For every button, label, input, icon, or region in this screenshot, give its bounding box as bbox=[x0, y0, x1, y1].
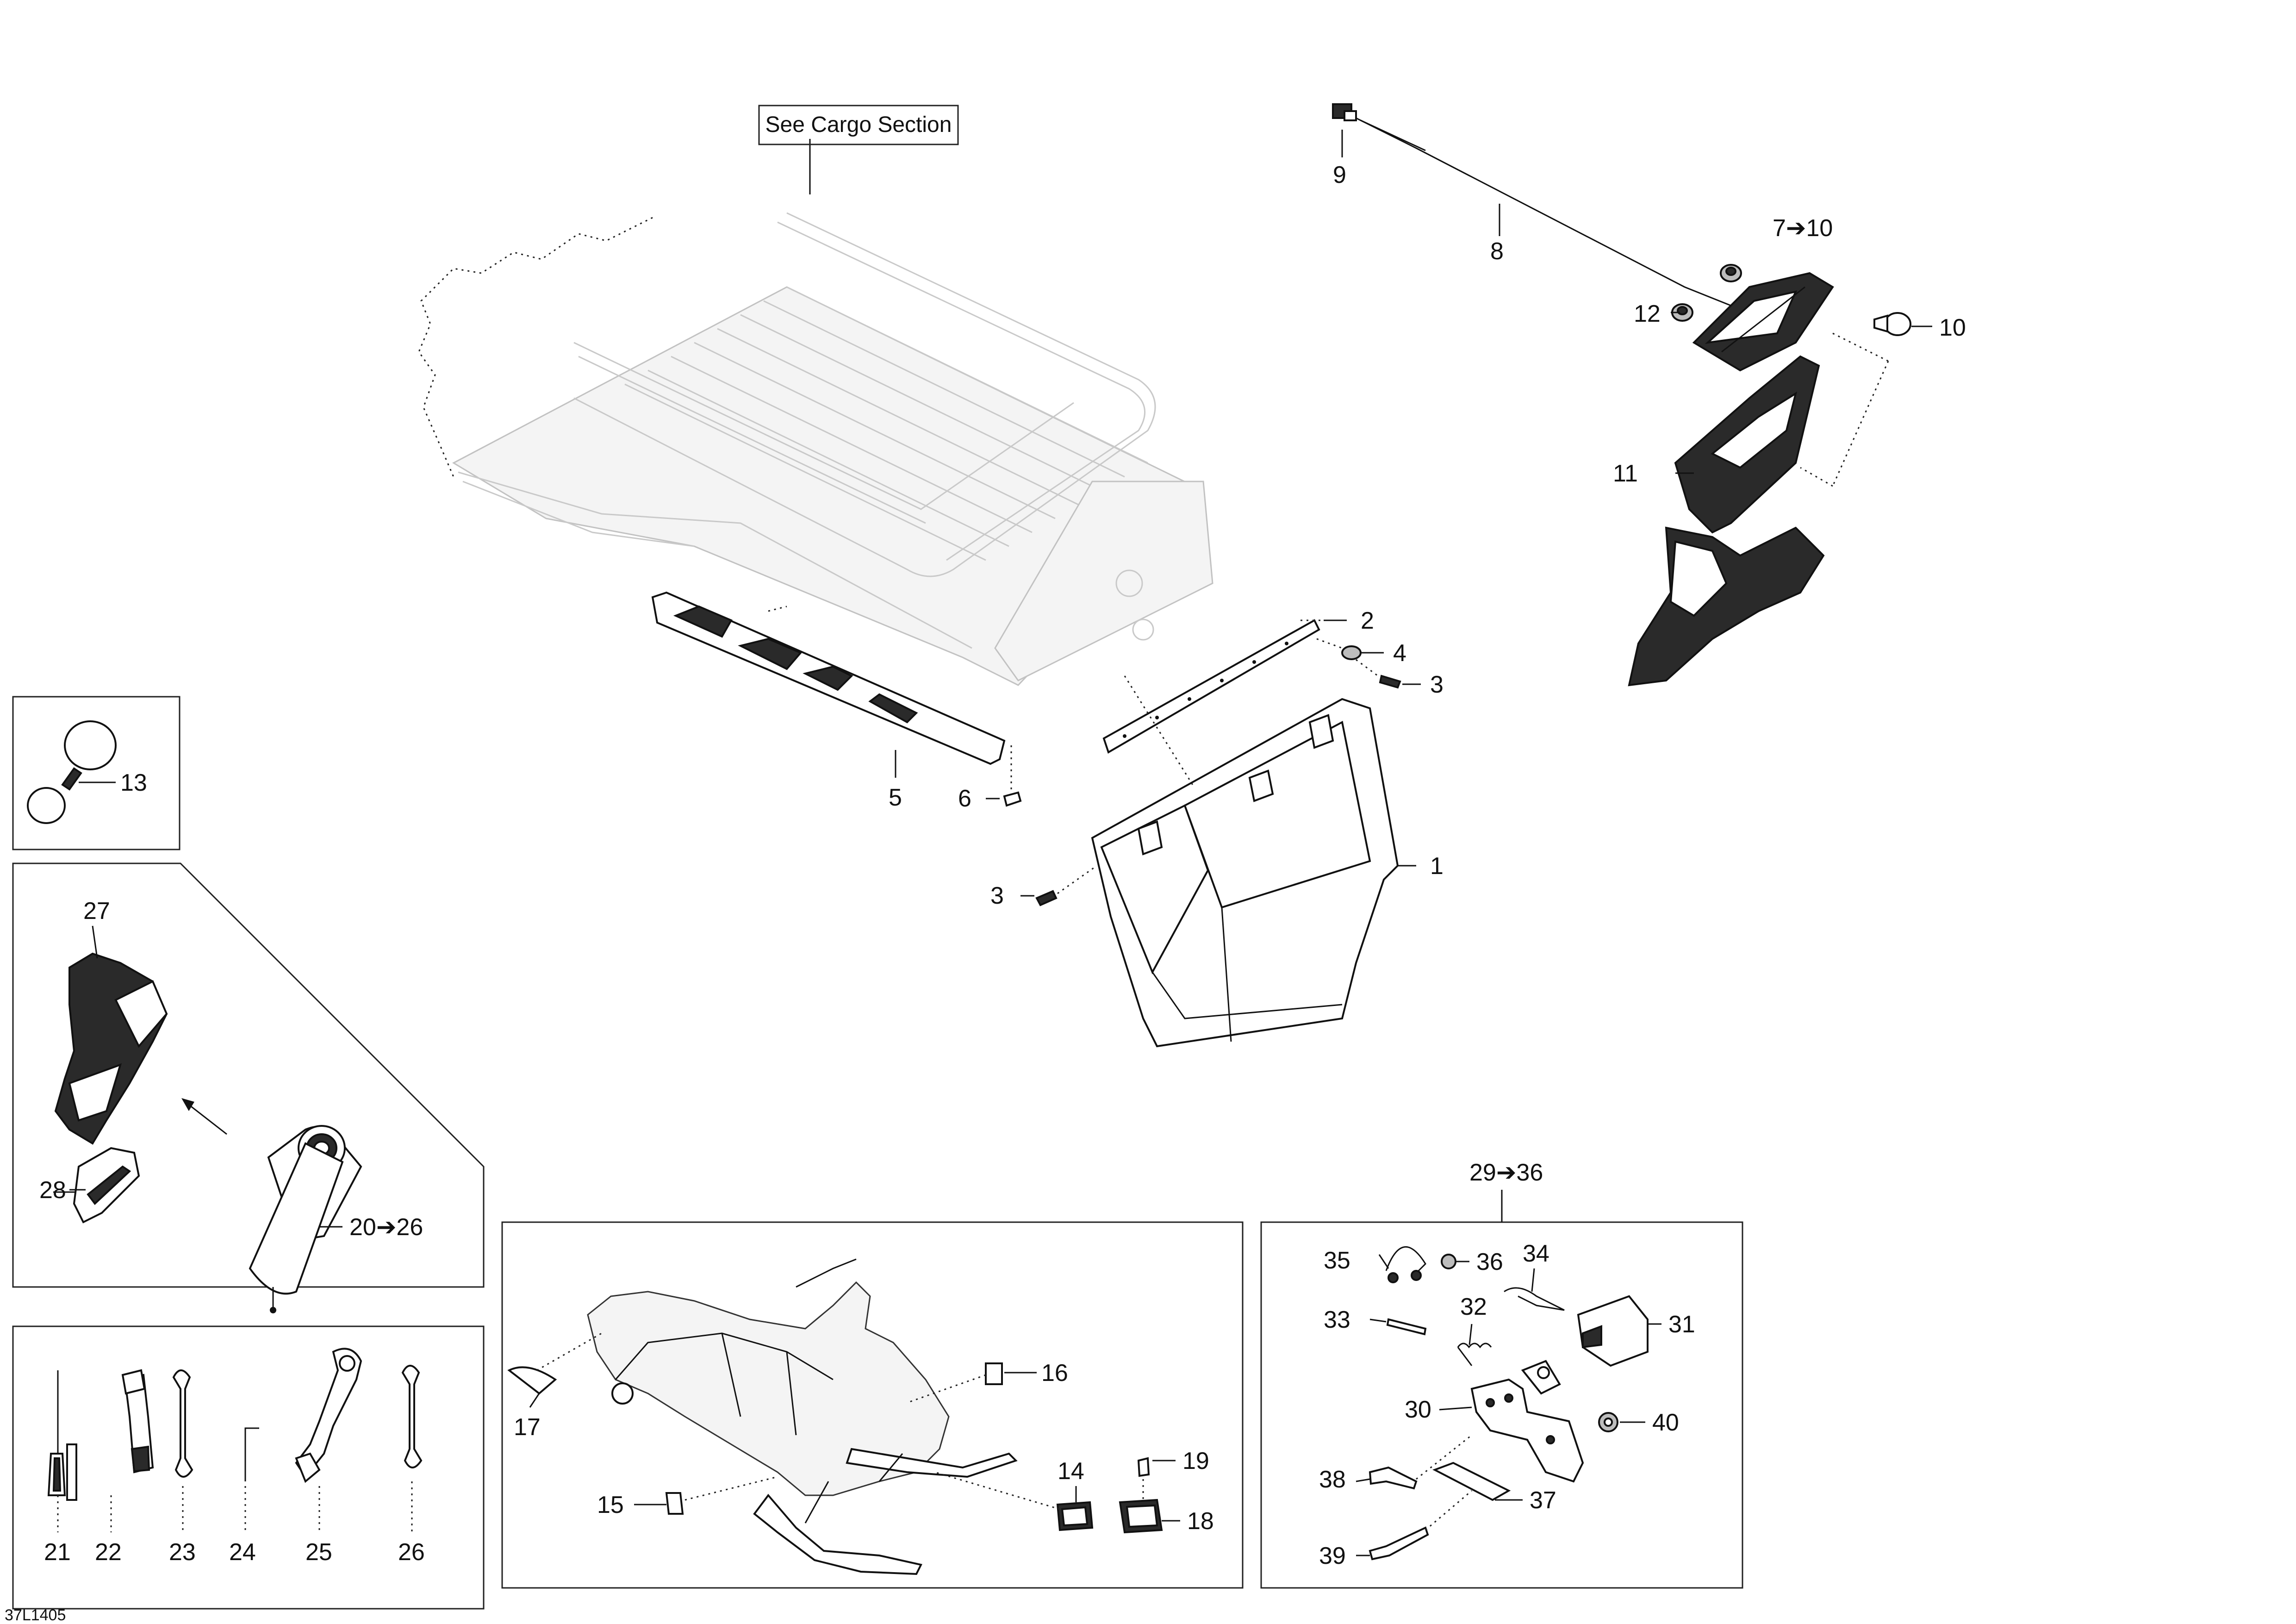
spanner-tool-25 bbox=[295, 1348, 362, 1532]
callout-33: 33 bbox=[1324, 1306, 1350, 1333]
callout-35: 35 bbox=[1324, 1247, 1350, 1274]
callout-40: 40 bbox=[1652, 1409, 1679, 1436]
screwdriver-tool-21 bbox=[47, 1370, 77, 1532]
callout-17: 17 bbox=[514, 1414, 541, 1441]
callout-10: 10 bbox=[1939, 314, 1966, 341]
taillight-lens-part-7 bbox=[1692, 272, 1834, 372]
callout-16: 16 bbox=[1041, 1360, 1068, 1387]
callout-24: 24 bbox=[229, 1539, 256, 1566]
callout-27: 27 bbox=[83, 898, 110, 924]
callout-12: 12 bbox=[1634, 300, 1661, 327]
callout-29-to-36: 29➔36 bbox=[1469, 1159, 1543, 1186]
callout-4: 4 bbox=[1393, 640, 1406, 667]
callout-13: 13 bbox=[120, 769, 147, 796]
callout-39: 39 bbox=[1319, 1543, 1346, 1569]
hex-key-tool-24 bbox=[244, 1427, 259, 1532]
callout-2: 2 bbox=[1361, 607, 1374, 634]
wire-harness-part-8 bbox=[1332, 103, 1755, 316]
side-panel-part bbox=[651, 591, 1006, 765]
callout-7-to-10: 7➔10 bbox=[1773, 215, 1833, 242]
cargo-rack-ghost bbox=[418, 139, 1213, 686]
callout-38: 38 bbox=[1319, 1466, 1346, 1493]
callout-21: 21 bbox=[44, 1539, 71, 1566]
callout-14: 14 bbox=[1058, 1458, 1084, 1485]
screw-part-3-lower bbox=[1035, 865, 1097, 906]
decal-box bbox=[501, 1221, 1244, 1589]
callout-31: 31 bbox=[1668, 1311, 1695, 1338]
reflector-inset bbox=[12, 696, 180, 850]
callout-1: 1 bbox=[1430, 853, 1444, 880]
leader-lines bbox=[69, 130, 1932, 1556]
cargo-section-label: See Cargo Section bbox=[765, 112, 952, 137]
callout-6: 6 bbox=[958, 785, 971, 812]
callout-30: 30 bbox=[1405, 1396, 1431, 1423]
hitch-box bbox=[1260, 1190, 1743, 1589]
screw-part-3-upper bbox=[1356, 659, 1401, 689]
rear-flap-part-1 bbox=[1091, 675, 1399, 1048]
socket-tool-22 bbox=[110, 1369, 154, 1532]
callout-15: 15 bbox=[597, 1492, 624, 1518]
callout-32: 32 bbox=[1460, 1293, 1487, 1320]
callout-18: 18 bbox=[1187, 1508, 1214, 1535]
bulb-part-10 bbox=[1873, 312, 1911, 336]
grommet-part-12-upper bbox=[1720, 264, 1742, 282]
diagram-code: 37L1405 bbox=[5, 1606, 66, 1624]
washer-part-4 bbox=[1316, 638, 1362, 660]
callout-37: 37 bbox=[1530, 1487, 1556, 1514]
wrench-tool-26 bbox=[401, 1365, 423, 1532]
callout-labels: 1 2 3 3 4 5 6 7➔10 8 9 10 11 12 13 14 15… bbox=[39, 162, 1966, 1569]
tool-holder-inset bbox=[12, 862, 485, 1313]
callout-8: 8 bbox=[1490, 238, 1504, 265]
callout-34: 34 bbox=[1523, 1240, 1549, 1267]
mounting-strip-part-2 bbox=[1102, 619, 1328, 754]
callout-11: 11 bbox=[1613, 460, 1638, 487]
callout-5: 5 bbox=[889, 784, 902, 811]
wrench-tool-23 bbox=[172, 1369, 193, 1532]
callout-3-upper: 3 bbox=[1430, 671, 1444, 698]
callout-26: 26 bbox=[398, 1539, 425, 1566]
callout-23: 23 bbox=[169, 1539, 196, 1566]
taillight-housing-part-11 bbox=[1628, 332, 1889, 687]
callout-3-lower: 3 bbox=[990, 882, 1004, 909]
callout-28: 28 bbox=[39, 1177, 66, 1204]
callout-36: 36 bbox=[1476, 1249, 1503, 1275]
callout-22: 22 bbox=[95, 1539, 122, 1566]
callout-25: 25 bbox=[305, 1539, 332, 1566]
callout-19: 19 bbox=[1182, 1448, 1209, 1474]
callout-20-to-26: 20➔26 bbox=[349, 1214, 423, 1241]
callout-9: 9 bbox=[1333, 162, 1346, 188]
screw-part-6 bbox=[1003, 745, 1022, 807]
cargo-section-reference[interactable]: See Cargo Section bbox=[758, 105, 959, 145]
tool-kit-box bbox=[12, 1325, 485, 1610]
